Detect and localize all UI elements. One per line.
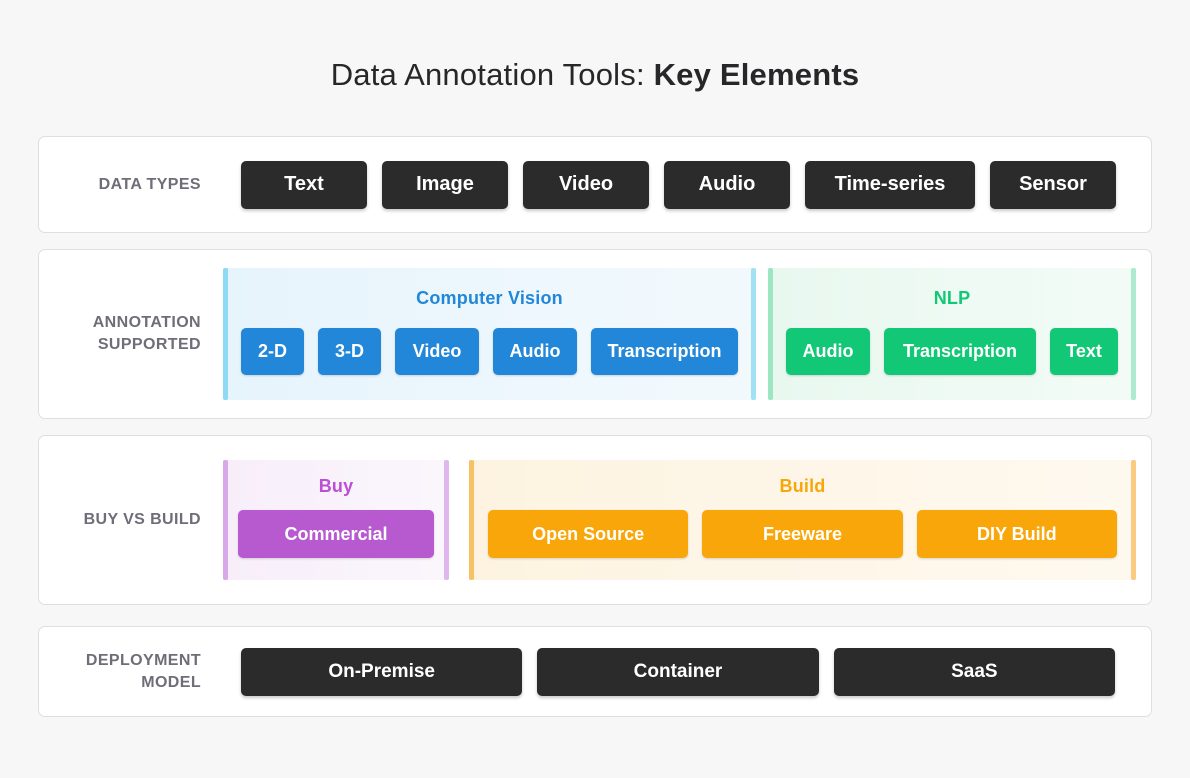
nlp-text-chip: Text: [1050, 328, 1118, 375]
nlp-section: NLP Audio Transcription Text: [768, 268, 1136, 400]
page-header: Data Annotation Tools: Key Elements: [0, 0, 1190, 136]
computer-vision-chips: 2-D 3-D Video Audio Transcription: [223, 328, 756, 375]
build-freeware-chip: Freeware: [702, 510, 903, 558]
nlp-right-accent-bar: [1131, 268, 1136, 400]
data-type-sensor-chip: Sensor: [990, 160, 1116, 209]
computer-vision-right-accent-bar: [751, 268, 756, 400]
nlp-transcription-chip: Transcription: [884, 328, 1036, 375]
build-left-accent-bar: [469, 460, 474, 580]
cv-audio-chip: Audio: [493, 328, 577, 375]
annotation-supported-card: ANNOTATION SUPPORTED Computer Vision 2-D…: [38, 249, 1152, 419]
build-right-accent-bar: [1131, 460, 1136, 580]
data-type-text-chip: Text: [241, 160, 367, 209]
page-title-prefix: Data Annotation Tools:: [330, 57, 654, 92]
annotation-supported-sections: Computer Vision 2-D 3-D Video Audio Tran…: [223, 268, 1136, 400]
nlp-chips: Audio Transcription Text: [768, 328, 1136, 375]
deployment-on-premise-chip: On-Premise: [241, 647, 523, 696]
cv-transcription-chip: Transcription: [591, 328, 738, 375]
data-type-timeseries-chip: Time-series: [805, 160, 975, 209]
computer-vision-left-accent-bar: [223, 268, 228, 400]
deployment-saas-chip: SaaS: [833, 647, 1115, 696]
buy-title: Buy: [318, 476, 354, 496]
annotation-supported-label: ANNOTATION SUPPORTED: [92, 314, 201, 353]
build-diy-build-chip: DIY Build: [916, 510, 1117, 558]
page-title: Data Annotation Tools: Key Elements: [331, 57, 860, 93]
computer-vision-section: Computer Vision 2-D 3-D Video Audio Tran…: [223, 268, 756, 400]
computer-vision-title: Computer Vision: [416, 288, 563, 308]
diagram-body: DATA TYPES Text Image Video Audio Time-s…: [38, 136, 1152, 717]
nlp-left-accent-bar: [768, 268, 773, 400]
data-types-label: DATA TYPES: [98, 175, 201, 193]
buy-vs-build-sections: Buy Commercial Build Open Source Freewar…: [223, 460, 1136, 580]
data-types-chips: Text Image Video Audio Time-series Senso…: [241, 160, 1116, 209]
buy-section: Buy Commercial: [223, 460, 449, 580]
data-type-image-chip: Image: [382, 160, 508, 209]
buy-chips: Commercial: [223, 510, 449, 558]
buy-left-accent-bar: [223, 460, 228, 580]
cv-3d-chip: 3-D: [318, 328, 381, 375]
cv-video-chip: Video: [395, 328, 479, 375]
buy-right-accent-bar: [444, 460, 449, 580]
deployment-container-chip: Container: [537, 647, 819, 696]
build-section: Build Open Source Freeware DIY Build: [469, 460, 1136, 580]
data-type-audio-chip: Audio: [664, 160, 790, 209]
build-chips: Open Source Freeware DIY Build: [469, 510, 1136, 558]
nlp-audio-chip: Audio: [786, 328, 870, 375]
data-types-card: DATA TYPES Text Image Video Audio Time-s…: [38, 136, 1152, 233]
data-type-video-chip: Video: [523, 160, 649, 209]
cv-2d-chip: 2-D: [241, 328, 304, 375]
build-open-source-chip: Open Source: [488, 510, 689, 558]
page-title-emphasis: Key Elements: [653, 57, 860, 92]
deployment-model-card: DEPLOYMENT MODEL On-Premise Container Sa…: [38, 626, 1152, 717]
buy-vs-build-label: BUY VS BUILD: [83, 511, 201, 529]
deployment-model-chips: On-Premise Container SaaS: [241, 647, 1115, 696]
deployment-model-label: DEPLOYMENT MODEL: [85, 651, 201, 691]
buy-commercial-chip: Commercial: [238, 510, 434, 558]
build-title: Build: [779, 476, 826, 496]
nlp-title: NLP: [933, 288, 971, 308]
buy-vs-build-card: BUY VS BUILD Buy Commercial Build Open S…: [38, 435, 1152, 605]
